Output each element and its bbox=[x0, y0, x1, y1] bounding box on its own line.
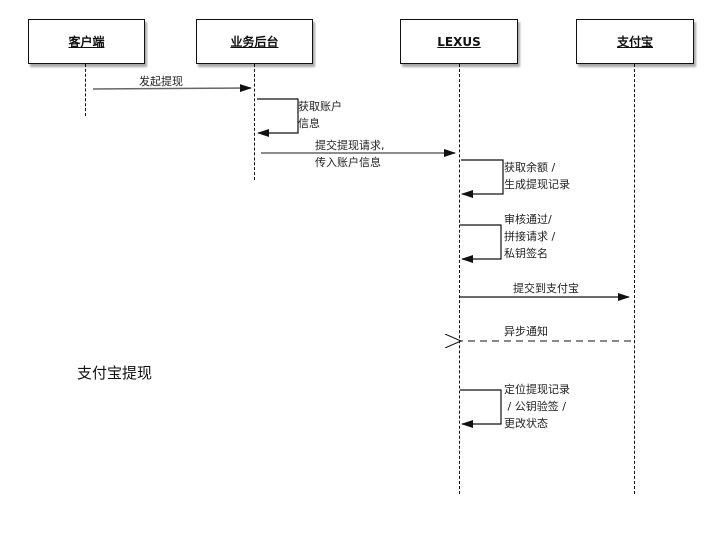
message-label-8: 定位提现记录 / 公钥验签 / 更改状态 bbox=[504, 383, 570, 430]
actor-alipay[interactable]: 支付宝 bbox=[576, 19, 694, 64]
message-label-2: 获取账户 信息 bbox=[298, 100, 342, 130]
message-arrow-5 bbox=[460, 224, 502, 263]
message-label-1: 发起提现 bbox=[139, 75, 183, 88]
message-label-4: 获取余额 / 生成提现记录 bbox=[504, 161, 570, 191]
actor-alipay-label: 支付宝 bbox=[616, 35, 653, 49]
lifeline-alipay bbox=[634, 64, 635, 494]
actor-lexus-label: LEXUS bbox=[437, 34, 481, 49]
message-arrow-2 bbox=[257, 98, 299, 137]
lifeline-client bbox=[85, 64, 86, 116]
message-label-5: 审核通过/ 拼接请求 / 私钥签名 bbox=[504, 213, 556, 260]
message-arrow-1 bbox=[92, 84, 252, 93]
actor-client[interactable]: 客户端 bbox=[28, 19, 145, 64]
lifeline-backend bbox=[254, 64, 255, 180]
actor-client-label: 客户端 bbox=[68, 35, 105, 49]
message-label-3: 提交提现请求, 传入账户信息 bbox=[315, 139, 385, 169]
message-label-6: 提交到支付宝 bbox=[513, 282, 579, 295]
actor-backend[interactable]: 业务后台 bbox=[196, 19, 313, 64]
message-label-7: 异步通知 bbox=[504, 325, 548, 338]
diagram-title: 支付宝提现 bbox=[77, 364, 153, 382]
actor-backend-label: 业务后台 bbox=[230, 35, 279, 49]
message-arrow-8 bbox=[460, 389, 502, 428]
actor-lexus[interactable]: LEXUS bbox=[400, 19, 518, 64]
lifeline-lexus bbox=[459, 64, 460, 494]
message-arrow-4 bbox=[461, 159, 504, 198]
